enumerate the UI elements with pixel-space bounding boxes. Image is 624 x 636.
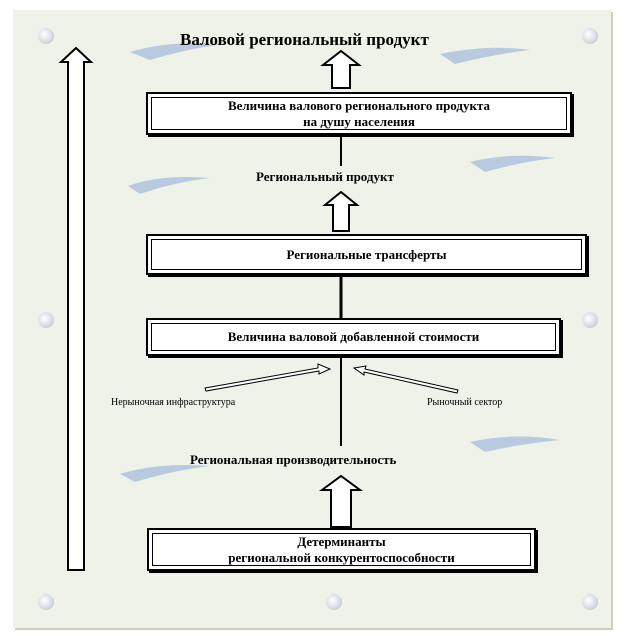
- diagram-title: Валовой региональный продукт: [180, 30, 429, 49]
- decorative-dot-icon: [38, 312, 54, 328]
- regional-product-label: Региональный продукт: [256, 169, 394, 184]
- determinants-box: Детерминанты региональной конкурентоспос…: [147, 528, 536, 571]
- gross-value-added-label: Величина валовой добавленной стоимости: [227, 329, 480, 344]
- market-sector-label: Рыночный сектор: [427, 397, 503, 408]
- non-market-arrow-icon: [204, 363, 332, 392]
- non-market-infrastructure-label: Нерыночная инфраструктура: [111, 397, 236, 408]
- transfers-label: Региональные трансферты: [286, 246, 447, 262]
- title-up-arrow-icon: [320, 49, 362, 89]
- decorative-dot-icon: [326, 594, 342, 610]
- long-up-arrow-icon: [58, 46, 94, 571]
- decorative-dot-icon: [582, 594, 598, 610]
- product-up-arrow-icon: [322, 190, 360, 232]
- gross-value-added-box: Величина валовой добавленной стоимости: [146, 318, 561, 356]
- market-arrow-icon: [352, 365, 459, 394]
- decorative-dot-icon: [582, 312, 598, 328]
- decorative-dot-icon: [582, 28, 598, 44]
- productivity-up-arrow-icon: [318, 474, 364, 528]
- regional-productivity-label: Региональная производительность: [190, 452, 397, 467]
- per-capita-line1: Величина валового регионального продукта: [227, 97, 491, 113]
- decorative-dot-icon: [38, 594, 54, 610]
- transfers-box: Региональные трансферты: [146, 234, 587, 275]
- determinants-line2: региональной конкурентоспособности: [228, 549, 455, 565]
- per-capita-line2: на душу населения: [303, 113, 415, 129]
- determinants-line1: Детерминанты: [297, 533, 386, 549]
- per-capita-box: Величина валового регионального продукта…: [146, 92, 572, 135]
- decorative-dot-icon: [38, 28, 54, 44]
